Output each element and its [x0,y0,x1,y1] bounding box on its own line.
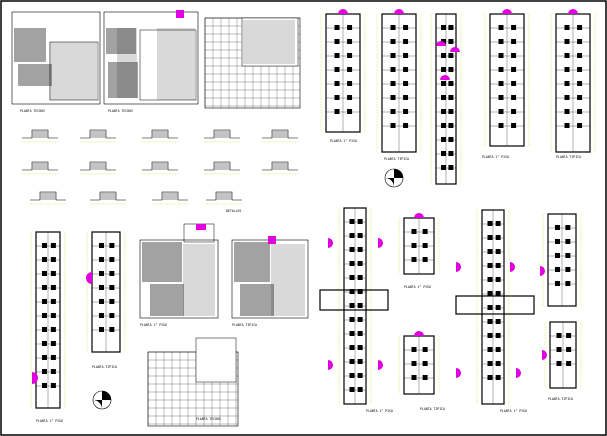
detail-10 [262,161,298,175]
caption-left_plan_2: PLANTA TIPICA [92,365,117,369]
door-mark-m1 [196,224,206,230]
detail-6 [22,161,58,175]
floor-plan-top-left-1: PLANTA TECHOS [11,11,101,113]
tall-plan-2 [376,9,422,153]
right-plan-2 [398,213,440,275]
tall-plan-4 [484,9,530,147]
door-mark-r3 [378,360,383,370]
door-mark-r8 [540,266,545,276]
caption-r1: PLANTA TIPICA [420,407,445,411]
north-symbol-2 [92,390,112,410]
left-plans-group: PLANTA 1° PISO PLANTA TIPICA [30,231,126,423]
right-plan-3 [398,331,440,395]
caption-tall_plan_3: PLANTA 1° PISO [482,155,509,159]
tall-plan-3 [430,13,462,185]
details-caption: DETALLES [226,209,241,213]
detail-7 [80,161,116,175]
plan-caption-tl1: PLANTA TECHOS [20,109,45,113]
tall-plan-1 [320,9,366,133]
door-mark-r2 [328,360,333,370]
plan-caption-m1: PLANTA 1° PISO [140,323,167,327]
left-plan-1 [30,231,66,409]
detail-8 [142,161,178,175]
detail-1 [22,129,58,143]
caption-tall_plan_2: PLANTA TIPICA [384,157,409,161]
tall-plans-group: PLANTA 1° PISO PLANTA TIPICA PLANTA 1° PIS… [320,9,596,185]
caption-tall_plan_4: PLANTA TIPICA [556,155,581,159]
door-mark-r4 [456,262,461,272]
right-plan-6 [544,321,582,389]
caption-tall_plan_1: PLANTA 1° PISO [330,139,357,143]
north-symbol-1 [384,168,404,188]
door-mark-t0 [436,41,446,46]
door-mark-r6 [456,368,461,378]
right-plan-1 [338,207,372,405]
caption-r4: PLANTA TIPICA [548,397,573,401]
plan-caption-tl2: PLANTA TECHOS [108,109,133,113]
detail-14 [206,191,242,205]
detail-9 [204,161,240,175]
floor-plan-middle-1: PLANTA 1° PISO [139,223,219,327]
caption-r0: PLANTA 1° PISO [366,409,393,413]
left-plan-2 [86,231,126,353]
tall-plan-5 [550,9,596,153]
right-plan-5 [542,213,582,307]
door-mark-r1 [378,238,383,248]
right-plan-4 [476,209,510,405]
detail-3 [142,129,178,143]
details-section [22,129,298,205]
plan-caption-bottom: PLANTA TECHOS [196,417,221,421]
detail-2 [80,129,116,143]
door-mark-t1 [450,47,460,52]
detail-11 [30,191,66,205]
caption-r2: PLANTA 1° PISO [500,409,527,413]
door-mark-r5 [510,262,515,272]
door-mark-r9 [542,350,547,360]
caption-r3: PLANTA 1° PISO [404,285,431,289]
caption-left_plan_1: PLANTA 1° PISO [36,419,63,423]
plan-caption-m2: PLANTA TIPICA [232,323,257,327]
floor-plan-bottom-grid: PLANTA TECHOS [147,337,239,427]
floor-plan-top-left-2: PLANTA TECHOS [103,10,199,113]
floor-plan-middle-2: PLANTA TIPICA [231,236,309,327]
detail-13 [152,191,188,205]
detail-12 [90,191,126,205]
right-plans-group: PLANTA 1° PISO PLANTA TIPICA PLANTA 1° PIS… [319,207,582,413]
floor-plan-top-left-3 [204,17,301,109]
door-mark-t2 [440,75,450,80]
door-mark-r0 [328,238,333,248]
door-mark-r7 [516,368,521,378]
detail-5 [262,129,298,143]
detail-4 [204,129,240,143]
